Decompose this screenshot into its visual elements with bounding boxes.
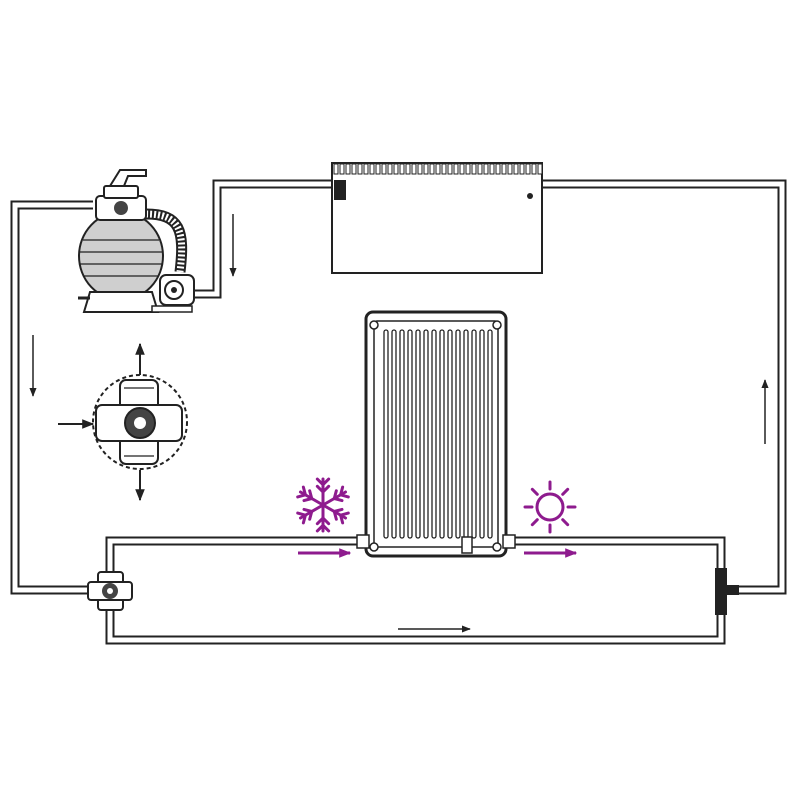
pool-tile bbox=[417, 163, 423, 175]
pool-tile bbox=[381, 163, 387, 175]
solar-tube bbox=[463, 329, 469, 539]
pool-tile bbox=[537, 163, 543, 175]
snowflake-branch bbox=[315, 516, 325, 526]
pipe-bottom bbox=[105, 604, 726, 645]
solar-tube bbox=[415, 329, 421, 539]
pipe-flow-arrows bbox=[29, 214, 769, 633]
sun-icon bbox=[523, 480, 577, 534]
solar-tube bbox=[407, 329, 413, 539]
pipe-left bbox=[10, 200, 96, 595]
sun-ray bbox=[530, 487, 539, 496]
pool-tile bbox=[489, 163, 495, 175]
pool-tile bbox=[393, 163, 399, 175]
pool-tile bbox=[399, 163, 405, 175]
pool-inlet-fitting bbox=[334, 180, 346, 200]
snowflake-branch bbox=[339, 513, 345, 525]
pool-tile bbox=[483, 163, 489, 175]
pool-tile bbox=[447, 163, 453, 175]
pool-tile bbox=[333, 163, 339, 175]
solar-tube bbox=[423, 329, 429, 539]
pipe-filter-to-pool bbox=[192, 179, 335, 299]
pool-tile bbox=[513, 163, 519, 175]
pool-tile bbox=[411, 163, 417, 175]
pool-tile bbox=[507, 163, 513, 175]
solar-tube bbox=[447, 329, 453, 539]
pool-tile bbox=[345, 163, 351, 175]
pool-tile bbox=[339, 163, 345, 175]
pool-tile bbox=[519, 163, 525, 175]
solar-tube bbox=[399, 329, 405, 539]
solar-collector-icon bbox=[356, 310, 516, 558]
solar-tube bbox=[455, 329, 461, 539]
sun-ray bbox=[561, 487, 570, 496]
pool-edge-tiles bbox=[333, 163, 543, 175]
pool-tile bbox=[351, 163, 357, 175]
pool-tile bbox=[375, 163, 381, 175]
snowflake-branch bbox=[302, 507, 314, 513]
sun-ray bbox=[530, 518, 539, 527]
solar-tube bbox=[439, 329, 445, 539]
pool-tile bbox=[429, 163, 435, 175]
snowflake-icon bbox=[296, 477, 350, 533]
pool-tile bbox=[441, 163, 447, 175]
snowflake-branch bbox=[321, 477, 331, 487]
pipe-connector-icon bbox=[715, 568, 739, 615]
solar-tube bbox=[479, 329, 485, 539]
snowflake-branch bbox=[301, 485, 307, 497]
pool-tile bbox=[363, 163, 369, 175]
pool-tile bbox=[471, 163, 477, 175]
pool-tile bbox=[525, 163, 531, 175]
pool-tile bbox=[459, 163, 465, 175]
sun-ray bbox=[561, 518, 570, 527]
multiport-valve-icon bbox=[92, 374, 188, 470]
sand-filter-pump-icon bbox=[78, 169, 195, 313]
pool-outlet-fitting bbox=[527, 193, 533, 199]
pool-tile bbox=[423, 163, 429, 175]
solar-collector-tubes bbox=[383, 329, 493, 539]
three-way-valve-icon bbox=[87, 571, 133, 611]
pool-tile bbox=[387, 163, 393, 175]
solar-tube bbox=[487, 329, 493, 539]
pool-tile bbox=[465, 163, 471, 175]
pipe-network bbox=[10, 179, 787, 645]
pool-tile bbox=[369, 163, 375, 175]
solar-tube bbox=[383, 329, 389, 539]
pool-tile bbox=[477, 163, 483, 175]
pool-tile bbox=[531, 163, 537, 175]
solar-tube bbox=[431, 329, 437, 539]
snowflake-branch bbox=[315, 523, 325, 533]
pool bbox=[331, 162, 543, 274]
pool-tile bbox=[405, 163, 411, 175]
solar-tube bbox=[391, 329, 397, 539]
snowflake-branch bbox=[339, 493, 350, 499]
pool-tile bbox=[495, 163, 501, 175]
pool-tile bbox=[453, 163, 459, 175]
pool-tile bbox=[501, 163, 507, 175]
snowflake-branch bbox=[321, 484, 331, 494]
snowflake-branch bbox=[308, 489, 314, 500]
pipe-right bbox=[540, 179, 787, 595]
solar-tube bbox=[471, 329, 477, 539]
pipe-solar-loop bbox=[105, 536, 726, 576]
snowflake-branch bbox=[296, 511, 307, 517]
pool-tile bbox=[357, 163, 363, 175]
snowflake-branch bbox=[332, 497, 344, 503]
valve-flow-arrows bbox=[58, 342, 145, 502]
pool-tile bbox=[435, 163, 441, 175]
snowflake-branch bbox=[332, 510, 338, 521]
